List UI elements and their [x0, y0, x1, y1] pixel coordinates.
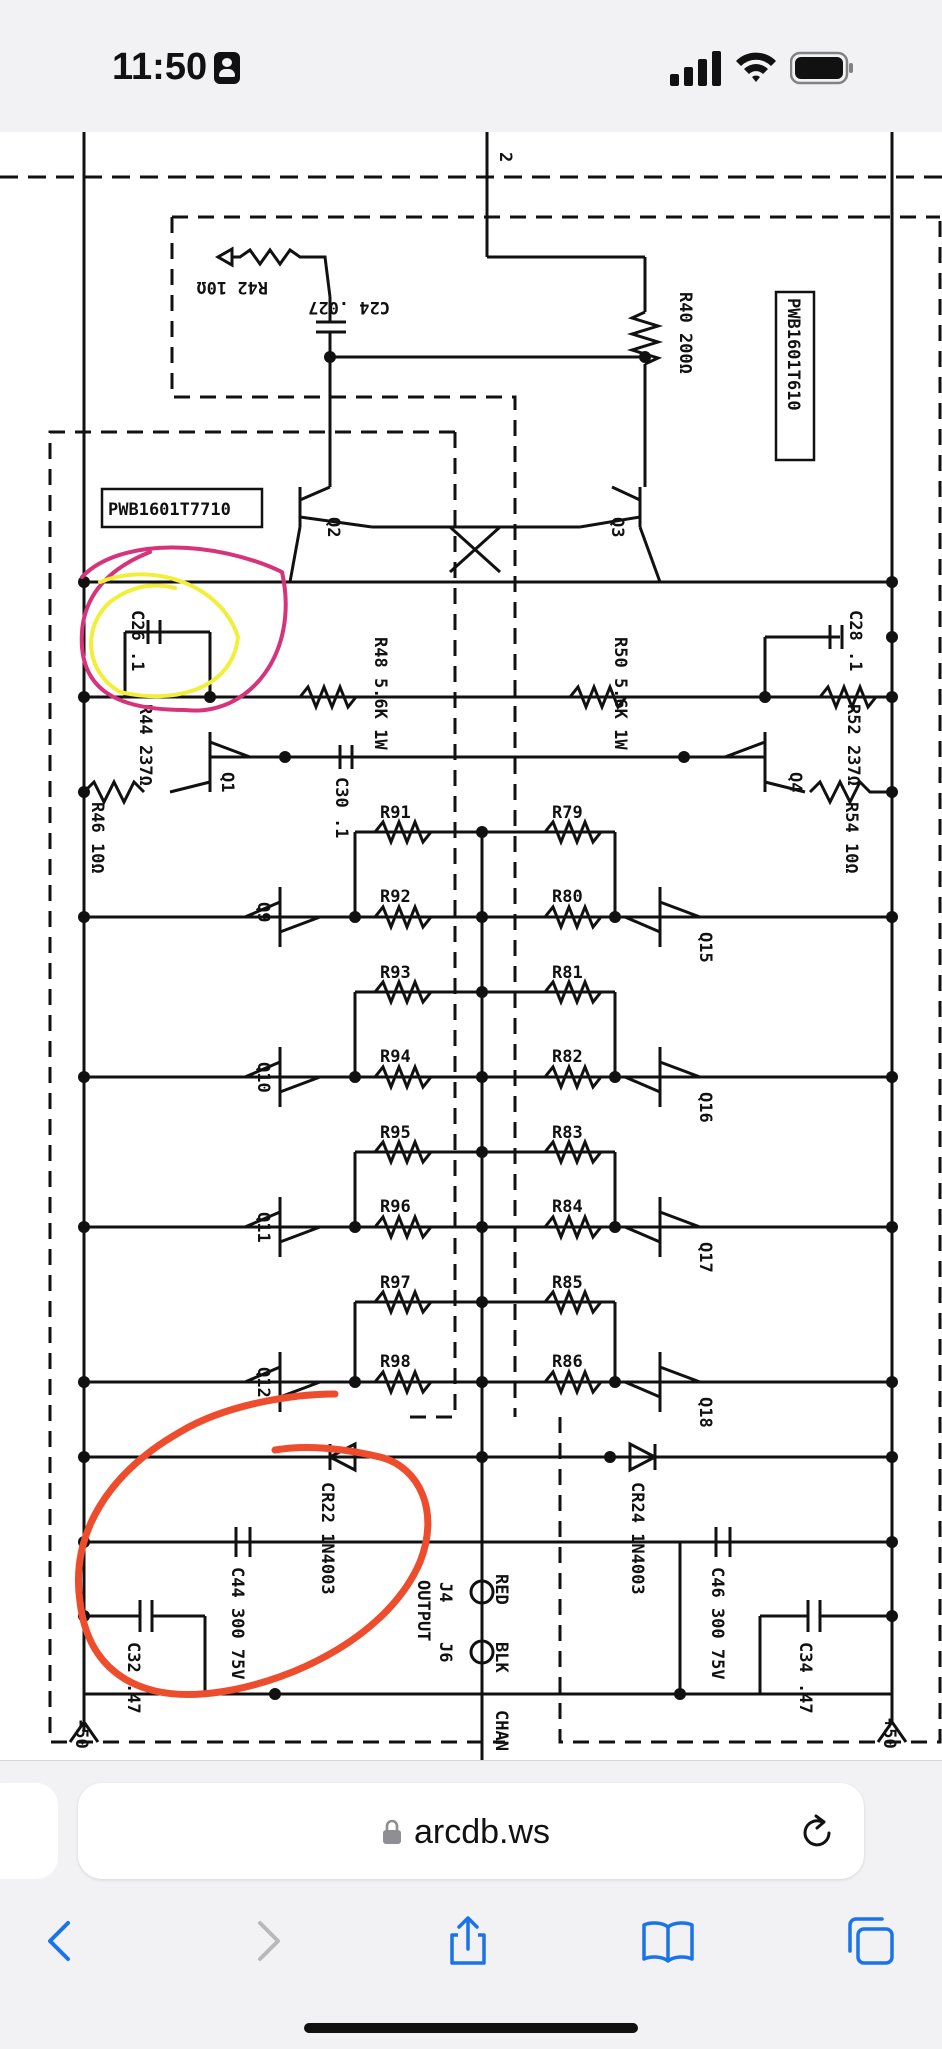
label-r85: R85 [552, 1273, 583, 1293]
label-output: OUTPUT [413, 1580, 433, 1641]
label-q11: Q11 [253, 1212, 273, 1243]
label-r40: R40 200Ω [675, 292, 695, 374]
browser-toolbar: arcdb.ws [0, 1760, 942, 2049]
address-bar[interactable]: arcdb.ws [78, 1783, 864, 1879]
label-board-2: PWB1601T610 [783, 298, 803, 411]
label-c32: C32 .47 [123, 1642, 143, 1714]
battery-icon [790, 51, 853, 85]
url-text: arcdb.ws [414, 1813, 551, 1851]
home-indicator [304, 2023, 638, 2033]
label-q1: Q1 [217, 772, 237, 792]
label-r79: R79 [552, 803, 583, 823]
label-q17: Q17 [695, 1242, 715, 1273]
label-q3: Q3 [607, 517, 627, 537]
label-r93: R93 [380, 963, 411, 983]
label-c46: C46 300 75V [707, 1567, 727, 1680]
red-circle-annotation [75, 1390, 432, 1698]
label-c24: C24 .027 [308, 297, 390, 317]
status-bar: 11:50 [0, 0, 942, 132]
label-r96: R96 [380, 1197, 411, 1217]
label-q2: Q2 [323, 517, 343, 537]
label-r82: R82 [552, 1047, 583, 1067]
forward-arrow-icon[interactable] [238, 1911, 298, 1971]
magenta-circle-annotation [79, 545, 288, 713]
label-neg50: -50 [71, 1718, 91, 1749]
label-r91: R91 [380, 803, 411, 823]
label-blk: BLK [491, 1642, 511, 1673]
label-c34: C34 .47 [795, 1642, 815, 1714]
wifi-icon [736, 52, 776, 82]
label-c44: C44 300 75V [227, 1567, 247, 1680]
previous-tab-preview[interactable] [0, 1783, 58, 1879]
share-icon[interactable] [438, 1911, 498, 1971]
label-board-1: PWB1601T7710 [108, 500, 231, 520]
bookmarks-icon[interactable] [638, 1911, 698, 1971]
label-c26: C26 .1 [127, 610, 147, 671]
label-r48: R48 5.6K 1W [370, 637, 390, 750]
label-r80: R80 [552, 887, 583, 907]
label-r52: R52 237Ω [843, 704, 863, 786]
status-time: 11:50 [112, 46, 208, 88]
label-c30: C30 .1 [331, 777, 351, 838]
label-c28: C28 .1 [845, 610, 865, 671]
label-r98: R98 [380, 1352, 411, 1372]
label-cr24: CR24 1N4003 [627, 1482, 647, 1595]
label-q12: Q12 [253, 1367, 273, 1398]
label-r81: R81 [552, 963, 583, 983]
label-q10: Q10 [253, 1062, 273, 1093]
label-top-node: 2 [495, 152, 515, 162]
label-j4: J4 [435, 1582, 455, 1602]
amplifier-schematic: R42 10Ω C24 .027 R40 200Ω 2 PWB1601T7710… [0, 132, 942, 1760]
schematic-page[interactable]: R42 10Ω C24 .027 R40 200Ω 2 PWB1601T7710… [0, 132, 942, 1760]
label-r92: R92 [380, 887, 411, 907]
label-q15: Q15 [695, 932, 715, 963]
tabs-icon[interactable] [840, 1911, 900, 1971]
label-r86: R86 [552, 1352, 583, 1372]
label-q18: Q18 [695, 1397, 715, 1428]
label-r95: R95 [380, 1123, 411, 1143]
label-r46: R46 10Ω [87, 802, 107, 874]
label-q4: Q4 [785, 772, 805, 792]
label-j6: J6 [435, 1642, 455, 1662]
label-r44: R44 237Ω [135, 704, 155, 786]
contact-badge-icon [214, 52, 240, 84]
label-r84: R84 [552, 1197, 583, 1217]
label-r94: R94 [380, 1047, 411, 1067]
lock-icon [383, 1819, 401, 1844]
label-r83: R83 [552, 1123, 583, 1143]
label-r54: R54 10Ω [841, 802, 861, 874]
label-r50: R50 5.6K 1W [610, 637, 630, 750]
label-r42: R42 10Ω [196, 277, 268, 297]
reload-icon[interactable] [796, 1811, 838, 1853]
cellular-signal-icon [670, 51, 721, 86]
label-pos50: +50 [879, 1718, 899, 1749]
label-q9: Q9 [253, 902, 273, 922]
back-arrow-icon[interactable] [30, 1911, 90, 1971]
label-r97: R97 [380, 1273, 411, 1293]
label-cr22: CR22 1N4003 [317, 1482, 337, 1595]
label-chan: CHAN [491, 1710, 511, 1751]
label-red: RED [491, 1574, 511, 1605]
yellow-circle-annotation [89, 572, 240, 699]
label-q16: Q16 [695, 1092, 715, 1123]
